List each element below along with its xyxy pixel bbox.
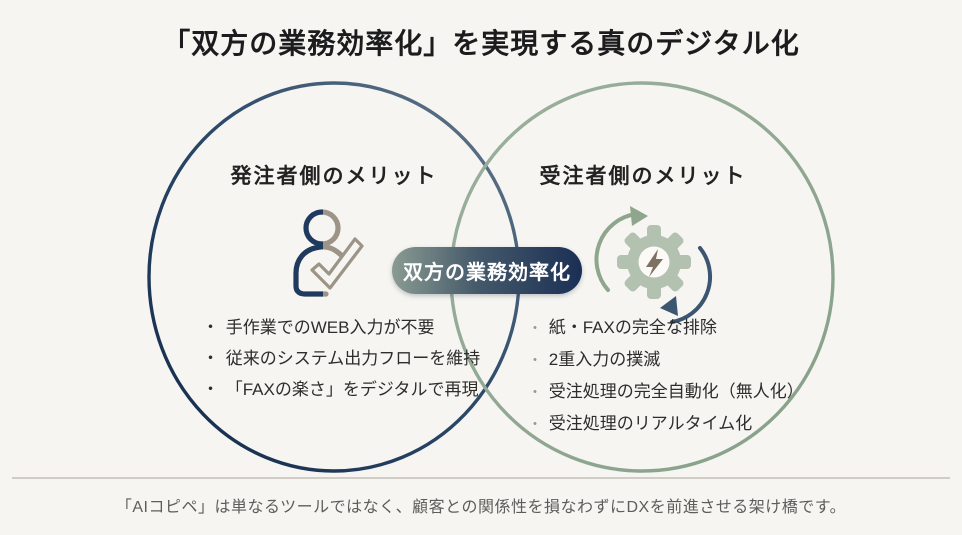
right-benefits-list: ・ 紙・FAXの完全な排除 ・ 2重入力の撲滅 ・ 受注処理の完全自動化（無人化… [528, 312, 804, 440]
right-circle-heading: 受注者側のメリット [539, 165, 747, 188]
left-benefits-list: ・ 手作業でのWEB入力が不要 ・ 従来のシステム出力フローを維持 ・ 「FAX… [202, 312, 480, 405]
center-overlap-badge: 双方の業務効率化 [392, 247, 582, 294]
bullet-marker: ・ [202, 318, 219, 337]
left-circle-heading: 発注者側のメリット [230, 165, 438, 188]
center-overlap-label: 双方の業務効率化 [403, 262, 571, 284]
list-item-text: 受注処理の完全自動化（無人化） [548, 382, 804, 401]
bullet-marker: ・ [528, 416, 542, 432]
list-item-text: 2重入力の撲滅 [548, 350, 661, 369]
list-item: ・ 受注処理のリアルタイム化 [528, 408, 804, 440]
footer-note: 「AIコピペ」は単なるツールではなく、顧客との関係性を損なわずにDXを前進させる… [115, 499, 847, 516]
bullet-marker: ・ [202, 380, 219, 399]
list-item-text: 受注処理のリアルタイム化 [548, 414, 753, 433]
bullet-marker: ・ [528, 320, 542, 336]
list-item: ・ 手作業でのWEB入力が不要 [202, 312, 480, 343]
list-item: ・ 「FAXの楽さ」をデジタルで再現 [202, 374, 480, 405]
bullet-marker: ・ [528, 352, 542, 368]
list-item-text: 「FAXの楽さ」をデジタルで再現 [225, 380, 479, 399]
gear-sync-icon [594, 206, 712, 324]
page-title: 「双方の業務効率化」を実現する真のデジタル化 [162, 28, 800, 59]
list-item-text: 紙・FAXの完全な排除 [548, 318, 717, 337]
list-item: ・ 紙・FAXの完全な排除 [528, 312, 804, 344]
list-item-text: 従来のシステム出力フローを維持 [225, 349, 481, 368]
footer-divider [12, 477, 950, 479]
list-item-text: 手作業でのWEB入力が不要 [225, 318, 435, 337]
list-item: ・ 従来のシステム出力フローを維持 [202, 343, 480, 374]
list-item: ・ 2重入力の撲滅 [528, 344, 804, 376]
list-item: ・ 受注処理の完全自動化（無人化） [528, 376, 804, 408]
bullet-marker: ・ [202, 349, 219, 368]
person-check-icon [293, 209, 364, 297]
bullet-marker: ・ [528, 384, 542, 400]
